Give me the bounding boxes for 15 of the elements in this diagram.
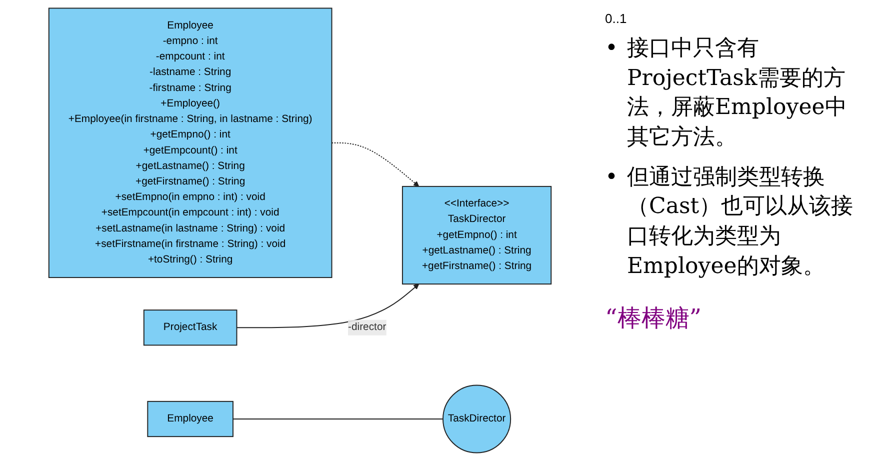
bullet-mark: •: [605, 35, 619, 63]
node-circle: TaskDirector: [442, 384, 512, 453]
arrow: [331, 142, 420, 186]
bullet-text: 但通过强制类型转换（Cast）也可以从该接口转化为类型为Employee的对象。: [627, 164, 854, 281]
node-box: <<Interface>> TaskDirector +getEmpno() : int +getLastname() : String +getFirstname() : String: [402, 185, 552, 284]
connector: [232, 418, 444, 419]
bullet-mark: •: [605, 164, 619, 192]
node-box: ProjectTask: [143, 309, 238, 346]
node-box: Employee -empno : int -empcount : int -lastname : String -firstname : String +Employee() +Employee(in firstname : String, in lastname : String) +getEmpno() : int +getEmpcount() : int +getLastname() : String +getFirstname() : String +setEmpno(in empno : int) : void +setEmpcount(in empcount : int) : void +setLastname(in lastname : String) : void +setFirstname(in firstname : String) : void +toString() : String: [48, 7, 332, 278]
node-box: Employee: [147, 400, 234, 437]
note-text: “棒棒糖”: [605, 302, 702, 334]
arrow: [236, 283, 420, 328]
edge-label: -director: [348, 321, 386, 332]
multiplicity-label: 0..1: [605, 11, 627, 26]
bullet-text: 接口中只含有ProjectTask需要的方法，屏蔽Employee中其它方法。: [627, 35, 848, 152]
